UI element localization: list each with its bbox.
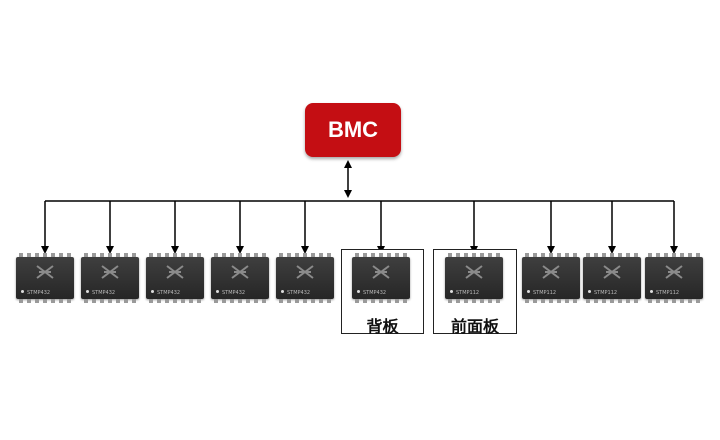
front-panel-label: 前面板 xyxy=(450,317,499,336)
chip-logo-icon xyxy=(465,265,483,279)
pin1-marker xyxy=(527,290,530,293)
chip-marking: STMP112 xyxy=(656,290,680,296)
chip-pins-top xyxy=(214,253,266,257)
chip-logo-icon xyxy=(166,265,184,279)
chip-logo-icon xyxy=(372,265,390,279)
io-expander-chip: STMP432 xyxy=(81,253,139,303)
pin1-marker xyxy=(21,290,24,293)
chip-marking: STMP432 xyxy=(157,290,181,296)
pin1-marker xyxy=(450,290,453,293)
chip-logo-icon xyxy=(101,265,119,279)
io-expander-chip: STMP112 xyxy=(583,253,641,303)
chip-pins-top xyxy=(586,253,638,257)
bmc-controller: BMC xyxy=(305,103,401,157)
chip-pins-bottom xyxy=(525,299,577,303)
pin1-marker xyxy=(588,290,591,293)
chip-pins-bottom xyxy=(355,299,407,303)
io-expander-chip: STMP112 xyxy=(645,253,703,303)
pin1-marker xyxy=(650,290,653,293)
backplane-label: 背板 xyxy=(366,317,399,336)
chip-pins-top xyxy=(84,253,136,257)
chip-pins-top xyxy=(648,253,700,257)
chip-logo-icon xyxy=(542,265,560,279)
io-expander-chip: STMP432 xyxy=(16,253,74,303)
io-expander-chip: STMP432 xyxy=(146,253,204,303)
chip-pins-bottom xyxy=(214,299,266,303)
bus-drops xyxy=(41,201,678,254)
chip-pins-top xyxy=(525,253,577,257)
chip-pins-bottom xyxy=(648,299,700,303)
chip-pins-top xyxy=(279,253,331,257)
chip-pins-bottom xyxy=(586,299,638,303)
chip-logo-icon xyxy=(231,265,249,279)
chip-pins-bottom xyxy=(279,299,331,303)
chip-logo-icon xyxy=(665,265,683,279)
chip-marking: STMP432 xyxy=(363,290,387,296)
chip-pins-bottom xyxy=(448,299,500,303)
chip-logo-icon xyxy=(296,265,314,279)
io-expander-chip: STMP112 xyxy=(522,253,580,303)
chip-marking: STMP112 xyxy=(456,290,480,296)
chip-marking: STMP112 xyxy=(594,290,618,296)
bmc-label: BMC xyxy=(327,117,379,142)
chip-marking: STMP432 xyxy=(222,290,246,296)
pin1-marker xyxy=(357,290,360,293)
chip-pins-top xyxy=(355,253,407,257)
chip-marking: STMP432 xyxy=(287,290,311,296)
pin1-marker xyxy=(151,290,154,293)
chip-logo-icon xyxy=(36,265,54,279)
pin1-marker xyxy=(281,290,284,293)
chip-marking: STMP432 xyxy=(92,290,116,296)
chip-pins-top xyxy=(448,253,500,257)
chip-pins-bottom xyxy=(149,299,201,303)
io-expander-chip: STMP112 xyxy=(445,253,503,303)
chip-pins-bottom xyxy=(19,299,71,303)
chip-marking: STMP112 xyxy=(533,290,557,296)
pin1-marker xyxy=(216,290,219,293)
chip-marking: STMP432 xyxy=(27,290,51,296)
io-expander-chip: STMP432 xyxy=(211,253,269,303)
chip-pins-bottom xyxy=(84,299,136,303)
io-expander-chip: STMP432 xyxy=(276,253,334,303)
chip-logo-icon xyxy=(603,265,621,279)
chip-pins-top xyxy=(149,253,201,257)
io-expander-chip: STMP432 xyxy=(352,253,410,303)
pin1-marker xyxy=(86,290,89,293)
chip-pins-top xyxy=(19,253,71,257)
